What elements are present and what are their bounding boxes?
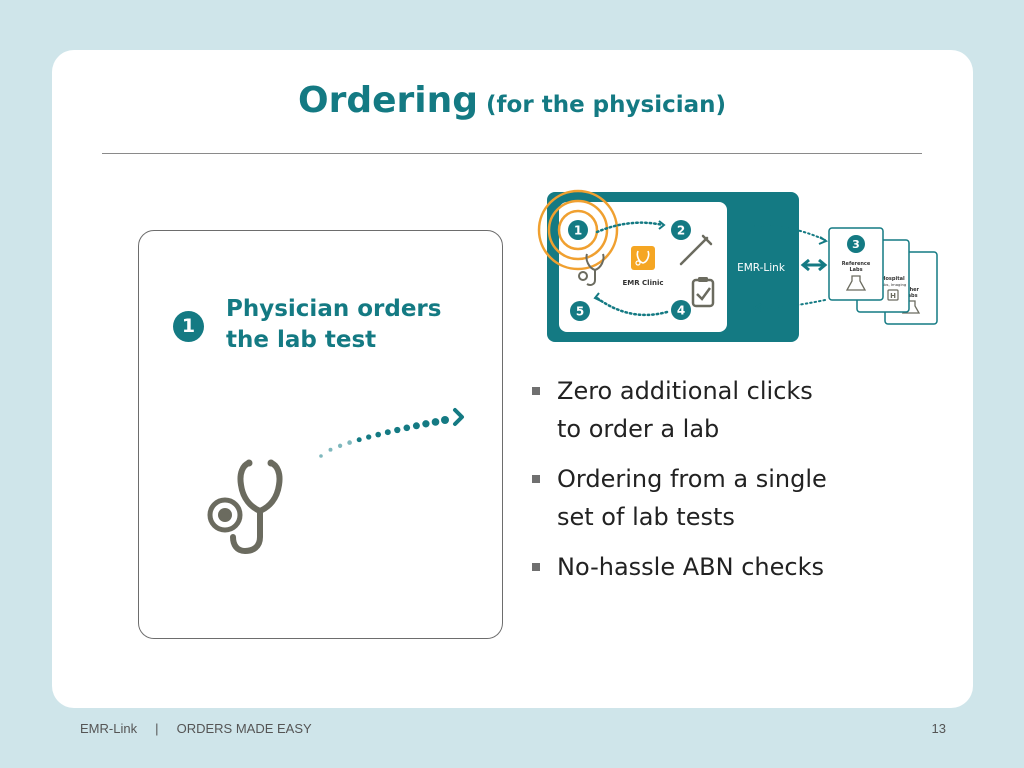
footer-brand: EMR-Link	[80, 721, 138, 736]
svg-text:Other: Other	[903, 287, 920, 293]
benefit-item: Zero additional clicks to order a lab	[530, 372, 890, 448]
diagram-step-5: 5	[576, 305, 584, 319]
svg-text:Labs, Imaging: Labs, Imaging	[880, 282, 907, 287]
diagram-step-1: 1	[574, 224, 582, 238]
title-divider	[102, 153, 922, 154]
benefit-item: No-hassle ABN checks	[530, 548, 890, 586]
benefit-item: Ordering from a single set of lab tests	[530, 460, 890, 536]
workflow-diagram: 1 2 4 5 EMR Clinic EMR-Link Other Labs	[537, 189, 938, 342]
bullet-square-icon	[532, 475, 540, 483]
footer-tagline: ORDERS MADE EASY	[176, 721, 312, 736]
footer: EMR-Link | ORDERS MADE EASY	[80, 721, 312, 736]
diagram-step-2: 2	[677, 224, 685, 238]
title-sub: (for the physician)	[486, 92, 727, 118]
slide-title: Ordering (for the physician)	[0, 80, 1024, 121]
hospital-icon	[887, 289, 899, 301]
svg-text:H: H	[890, 292, 896, 300]
flow-arrow	[319, 408, 464, 458]
clipboard-icon	[691, 277, 715, 308]
svg-text:Labs: Labs	[849, 267, 862, 273]
syringe-icon	[679, 234, 713, 266]
stethoscope-icon	[207, 459, 283, 555]
diagram-step-3: 3	[852, 238, 860, 251]
bullet-square-icon	[532, 387, 540, 395]
svg-text:Hospital: Hospital	[881, 276, 905, 282]
target-ring-icon	[537, 189, 619, 271]
footer-separator: |	[155, 721, 159, 736]
step-panel	[138, 230, 503, 639]
bullet-square-icon	[532, 563, 540, 571]
flask-icon	[845, 275, 867, 291]
link-label: EMR-Link	[737, 262, 786, 274]
page-number: 13	[931, 721, 946, 736]
clinic-label: EMR Clinic	[622, 279, 663, 287]
svg-text:Labs: Labs	[904, 293, 917, 299]
svg-text:Reference: Reference	[842, 261, 871, 267]
diagram-step-4: 4	[677, 304, 685, 318]
small-stethoscope-icon	[578, 253, 605, 286]
title-main: Ordering	[297, 80, 479, 121]
step-text-line1: Physician orders	[226, 296, 442, 322]
benefits-list: Zero additional clicks to order a lab Or…	[530, 372, 890, 598]
reference-labs-card	[828, 227, 884, 301]
step-description: Physician orders the lab test	[226, 294, 491, 356]
clinic-logo-icon	[631, 246, 655, 270]
step-number-badge: 1	[173, 311, 204, 342]
step-text-line2: the lab test	[226, 327, 377, 353]
